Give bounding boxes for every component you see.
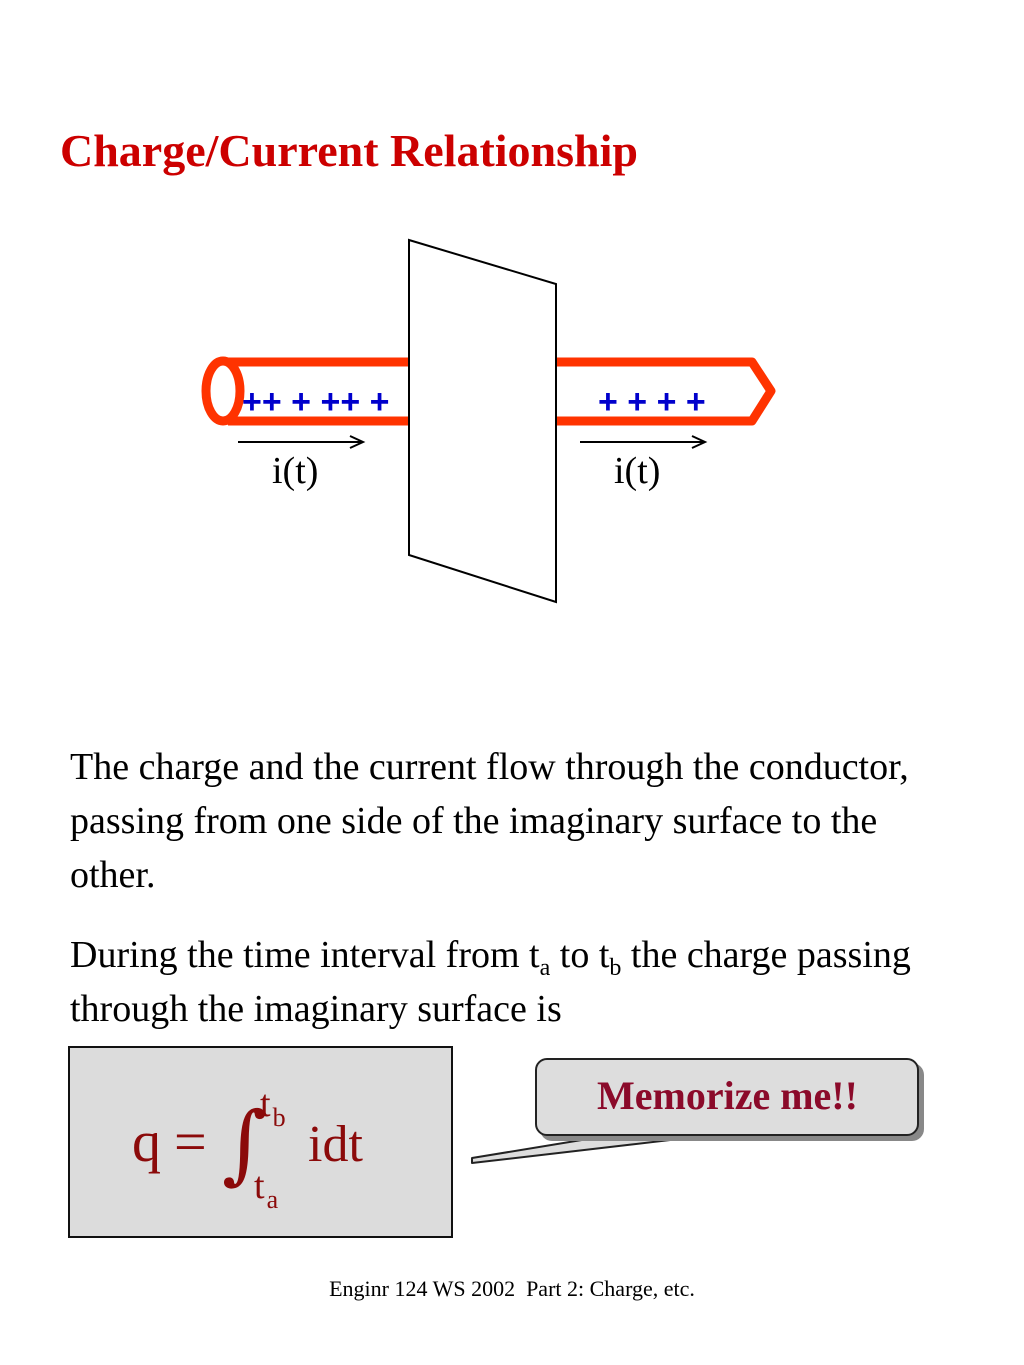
interval-text-1: During the time interval from t (70, 934, 540, 976)
charges-left: ++ + ++ + (242, 383, 389, 421)
right-conductor (556, 357, 776, 426)
imaginary-surface (408, 238, 557, 604)
conductor-cross-section (201, 356, 245, 426)
slide-footer: Enginr 124 WS 2002 Part 2: Charge, etc. (329, 1276, 695, 1301)
lower-limit: ta (254, 1165, 279, 1214)
charge-integral-formula: q = ∫ tb ta idt (132, 1083, 363, 1214)
formula-equals: = (174, 1109, 207, 1174)
slide-title: Charge/Current Relationship (60, 125, 638, 176)
integral-sign: ∫ (222, 1094, 267, 1194)
current-label-left: i(t) (272, 450, 318, 492)
subscript-b: b (609, 955, 622, 981)
interval-text-3: the charge passing through the imaginary… (70, 934, 911, 1030)
charges-right: + + + + (598, 383, 706, 421)
paragraph-flow: The charge and the current flow through … (70, 746, 909, 896)
subscript-a: a (539, 955, 551, 981)
memorize-callout: Memorize me!! (535, 1058, 919, 1136)
paragraph-interval: During the time interval from ta to tb t… (70, 928, 970, 1036)
current-label-right: i(t) (614, 450, 660, 492)
integrand: idt (308, 1116, 363, 1173)
interval-text-2: to t (550, 934, 610, 976)
callout-text: Memorize me!! (597, 1073, 858, 1118)
upper-limit: tb (260, 1083, 286, 1132)
current-arrow-left (238, 435, 366, 449)
formula-box: q = ∫ tb ta idt (68, 1046, 453, 1238)
current-arrow-right (580, 435, 708, 449)
formula-lhs: q (132, 1109, 161, 1174)
conductor-diagram: ++ + ++ + + + + + i(t) i(t) (201, 238, 776, 604)
